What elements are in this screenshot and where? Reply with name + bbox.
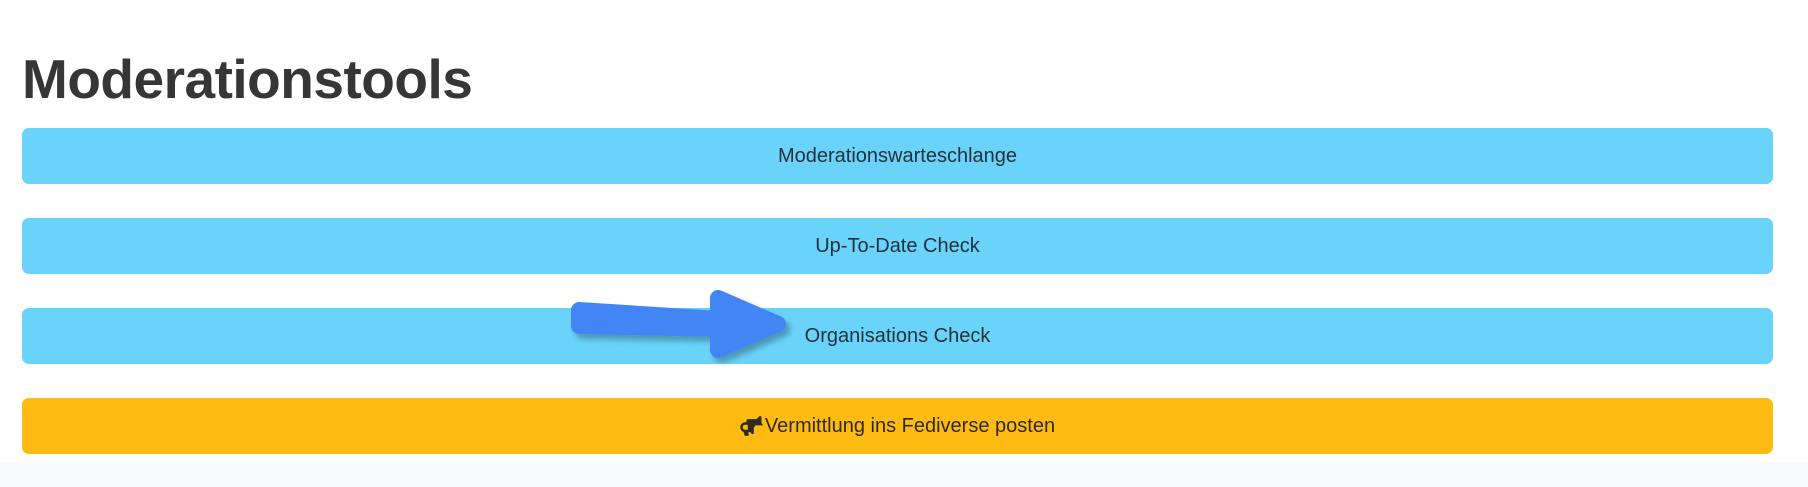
moderation-tools-button-list: Moderationswarteschlange Up-To-Date Chec… [22,128,1773,454]
post-to-fediverse-button-label: Vermittlung ins Fediverse posten [764,415,1056,437]
post-to-fediverse-button[interactable]: Vermittlung ins Fediverse posten [22,398,1773,454]
up-to-date-check-button-label: Up-To-Date Check [815,235,980,257]
organisations-check-button-label: Organisations Check [804,325,991,347]
footer-band [0,463,1808,487]
up-to-date-check-button[interactable]: Up-To-Date Check [22,218,1773,274]
moderation-queue-button[interactable]: Moderationswarteschlange [22,128,1773,184]
bullhorn-icon [740,416,763,436]
organisations-check-button[interactable]: Organisations Check [22,308,1773,364]
moderation-queue-button-label: Moderationswarteschlange [777,145,1018,167]
page-title: Moderationstools [22,47,473,110]
